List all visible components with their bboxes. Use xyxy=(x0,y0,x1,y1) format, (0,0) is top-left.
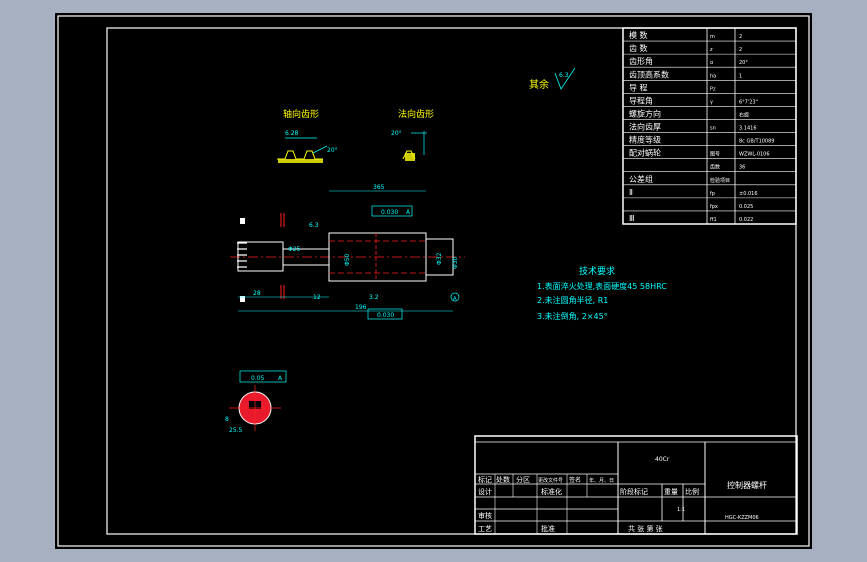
parameter-table: 模 数 m 2 齿 数 z 2 齿形角 α 20° 齿顶高系数 ha 1 导 程 Pz 导程角 γ 6°7'23… xyxy=(622,27,797,225)
svg-text:处数: 处数 xyxy=(496,475,510,484)
cad-drawing: 其余 6.3 轴向齿形 6.28 20° 法向齿形 20° xyxy=(57,15,810,547)
param-sym: sn xyxy=(710,126,716,132)
param-sym: α xyxy=(710,60,714,66)
svg-text:分区: 分区 xyxy=(516,475,530,484)
param-val: 0.025 xyxy=(739,204,753,210)
param-sym: 图号 xyxy=(710,152,720,158)
param-sym: γ xyxy=(710,99,713,105)
param-label: 配对蜗轮 xyxy=(629,148,661,158)
svg-text:A: A xyxy=(406,209,411,216)
svg-text:20°: 20° xyxy=(327,147,338,154)
param-val: ±0.016 xyxy=(739,191,758,197)
svg-text:标准化: 标准化 xyxy=(541,487,562,496)
param-label: 齿 数 xyxy=(629,43,648,53)
axial-profile-view: 轴向齿形 6.28 20° xyxy=(277,108,338,163)
param-label: 导程角 xyxy=(629,95,653,105)
svg-text:批准: 批准 xyxy=(541,524,555,533)
svg-text:20°: 20° xyxy=(391,130,402,137)
param-sym: ff1 xyxy=(710,217,717,223)
svg-text:审核: 审核 xyxy=(478,511,492,520)
svg-text:Φ32: Φ32 xyxy=(436,252,443,265)
param-label: 法向齿厚 xyxy=(629,122,661,132)
param-label: 模 数 xyxy=(629,30,648,40)
svg-text:40Cr: 40Cr xyxy=(655,456,670,463)
svg-text:0.030: 0.030 xyxy=(377,312,394,319)
param-val: 1 xyxy=(739,73,742,79)
param-val: 36 xyxy=(739,165,745,171)
svg-text:1:1: 1:1 xyxy=(677,507,685,513)
main-shaft-view: 365 0.030 A 28 196 Φ25 Φ50 Φ32 Φ30 6.3 3… xyxy=(230,184,465,320)
svg-text:阶段标记: 阶段标记 xyxy=(620,487,648,496)
svg-text:HGC-KZZM06: HGC-KZZM06 xyxy=(725,515,759,521)
param-sym: fpx xyxy=(710,204,718,210)
svg-text:比例: 比例 xyxy=(685,487,699,496)
param-label: 精度等级 xyxy=(629,135,661,145)
svg-text:A: A xyxy=(453,296,457,302)
svg-text:6.3: 6.3 xyxy=(309,222,319,229)
svg-text:28: 28 xyxy=(253,290,261,297)
svg-text:标记: 标记 xyxy=(478,475,492,484)
param-label: 公差组 xyxy=(629,174,653,184)
tech-requirements: 技术要求 1.表面淬火处理,表面硬度45 58HRC 2.未注圆角半径, R1 … xyxy=(537,265,667,321)
svg-text:12: 12 xyxy=(313,294,321,301)
param-val: 6°7'23" xyxy=(739,99,758,105)
param-val: 3.1416 xyxy=(739,126,757,132)
svg-text:1.表面淬火处理,表面硬度45 58HRC: 1.表面淬火处理,表面硬度45 58HRC xyxy=(537,281,667,291)
normal-profile-view: 法向齿形 20° xyxy=(391,108,434,161)
svg-text:签名: 签名 xyxy=(569,476,581,484)
svg-text:0.05: 0.05 xyxy=(251,375,265,382)
param-label: 螺旋方向 xyxy=(629,108,661,118)
param-val: WZWL-0106 xyxy=(739,152,770,158)
roughness-note: 其余 6.3 xyxy=(529,67,576,91)
svg-text:6.28: 6.28 xyxy=(285,130,299,137)
svg-text:共 张 第 张: 共 张 第 张 xyxy=(628,524,663,533)
svg-text:2.未注圆角半径, R1: 2.未注圆角半径, R1 xyxy=(537,295,608,305)
svg-text:8: 8 xyxy=(225,416,229,423)
svg-text:365: 365 xyxy=(373,184,385,191)
svg-text:技术要求: 技术要求 xyxy=(579,265,615,277)
svg-text:更改文件号: 更改文件号 xyxy=(538,477,563,484)
param-sym: 齿数 xyxy=(710,164,720,171)
param-sym: m xyxy=(710,34,715,40)
svg-text:A: A xyxy=(278,375,283,382)
param-sym: Pz xyxy=(710,86,716,92)
inner-frame xyxy=(106,27,797,535)
outer-frame xyxy=(57,15,810,547)
svg-text:设计: 设计 xyxy=(478,487,492,496)
svg-text:Φ50: Φ50 xyxy=(344,253,351,266)
param-label: 导 程 xyxy=(629,83,648,92)
drawing-sheet: 其余 6.3 轴向齿形 6.28 20° 法向齿形 20° xyxy=(55,13,812,549)
svg-text:重量: 重量 xyxy=(664,488,678,496)
svg-text:Φ30: Φ30 xyxy=(452,256,459,269)
normal-profile-title: 法向齿形 xyxy=(398,108,434,120)
param-val: 20° xyxy=(739,60,748,66)
param-sym: 检验项目 xyxy=(710,177,730,184)
param-val: 8c GB/T10089 xyxy=(739,139,774,145)
svg-text:年、月、日: 年、月、日 xyxy=(589,477,614,484)
param-label: 齿顶高系数 xyxy=(629,69,669,79)
svg-text:6.3: 6.3 xyxy=(559,72,569,79)
param-sym: ha xyxy=(710,73,716,79)
svg-text:Φ25: Φ25 xyxy=(288,246,301,253)
svg-text:3.未注倒角, 2×45°: 3.未注倒角, 2×45° xyxy=(537,311,608,321)
param-val: 右旋 xyxy=(739,111,749,118)
svg-text:196: 196 xyxy=(355,304,367,311)
param-val: 0.022 xyxy=(739,217,753,223)
svg-text:其余: 其余 xyxy=(529,78,549,91)
title-block: 40Cr 控制器螺杆 HGC-KZZM06 1:1 标记 处数 分区 更改文件号… xyxy=(474,435,798,535)
svg-text:工艺: 工艺 xyxy=(478,525,492,533)
param-val: 2 xyxy=(739,34,742,40)
axial-profile-title: 轴向齿形 xyxy=(283,108,319,120)
section-view: 0.05 A 25.5 8 xyxy=(225,370,287,434)
param-val: 2 xyxy=(739,47,742,53)
svg-text:25.5: 25.5 xyxy=(229,427,243,434)
param-sym: fp xyxy=(710,191,715,197)
param-label: Ⅱ xyxy=(629,188,633,197)
param-sym: z xyxy=(710,47,713,53)
svg-text:控制器螺杆: 控制器螺杆 xyxy=(727,480,767,490)
svg-text:0.030: 0.030 xyxy=(381,209,398,216)
svg-text:3.2: 3.2 xyxy=(369,294,379,301)
param-label: 齿形角 xyxy=(629,56,653,66)
param-label: Ⅲ xyxy=(629,214,635,223)
